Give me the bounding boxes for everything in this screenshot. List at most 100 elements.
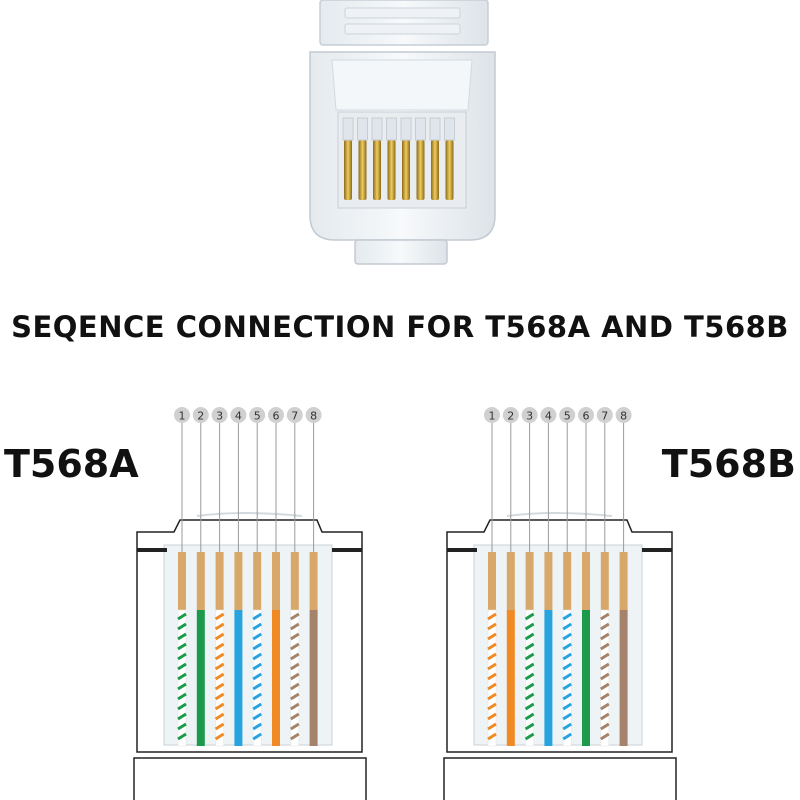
wire-stripe	[524, 672, 535, 681]
wire-stripe	[177, 712, 187, 721]
pin-number: 2	[507, 410, 514, 423]
pin-number: 6	[583, 410, 590, 423]
pin-number-circle	[230, 407, 247, 423]
wire-stripe	[290, 612, 300, 621]
pin-number-circle	[559, 407, 576, 423]
pin-contact	[506, 552, 515, 610]
pin-number: 4	[235, 410, 242, 423]
pin-number: 8	[620, 410, 627, 423]
connector-latch-line	[506, 512, 613, 517]
wire-stripe	[562, 672, 572, 681]
rj45-plug-illustration	[309, 0, 496, 265]
wire-stripe	[524, 612, 535, 621]
wire-stripe	[214, 632, 225, 641]
pin-number: 1	[489, 410, 496, 423]
gold-contact	[373, 140, 381, 200]
wire-stripe	[252, 612, 262, 621]
wire-stripe	[562, 682, 572, 691]
wire-stripe	[214, 682, 225, 691]
pin-contact	[488, 552, 496, 610]
wire-blue	[234, 610, 243, 746]
wire-stripe	[177, 612, 187, 621]
wire-stripe	[290, 642, 300, 651]
contact-slot	[371, 117, 383, 141]
wire-orange	[272, 610, 280, 746]
wire-brown	[309, 610, 318, 746]
pin-contact	[234, 552, 243, 610]
wire-stripe	[600, 702, 610, 711]
pin-contact	[582, 552, 590, 610]
housing-bar	[642, 548, 672, 552]
pin-number: 3	[526, 410, 533, 423]
wire-stripe	[600, 632, 610, 641]
housing-bar	[137, 548, 167, 552]
contact-slot	[386, 117, 397, 141]
pin-number: 7	[291, 410, 298, 423]
wire-stripe	[600, 662, 610, 671]
t568b-label: T568B	[661, 442, 796, 486]
wire-stripe	[177, 732, 187, 741]
wire-stripe	[562, 622, 572, 631]
pin-number: 8	[310, 410, 317, 423]
wire-stripe	[487, 642, 497, 651]
pin-contact	[525, 552, 534, 610]
wire-stripe	[252, 672, 262, 681]
connector-inner	[473, 544, 643, 746]
wire-stripe	[214, 702, 225, 711]
wire-stripe	[524, 682, 535, 691]
wire-stripe	[524, 642, 535, 651]
contact-slot	[357, 117, 368, 141]
wire-stripe	[487, 622, 497, 631]
wire-stripe	[290, 652, 300, 661]
wire-stripe	[524, 712, 535, 721]
wire-stripe	[252, 652, 262, 661]
wire-stripe	[252, 722, 262, 731]
wire-stripe	[290, 632, 300, 641]
wire-stripe	[177, 672, 187, 681]
wire-stripe	[487, 692, 497, 701]
wire-stripe	[524, 652, 535, 661]
wire-stripe	[214, 712, 225, 721]
wire-stripe	[290, 622, 300, 631]
wire-stripe	[600, 712, 610, 721]
pin-number-circle	[540, 407, 557, 423]
pin-contact	[600, 552, 609, 610]
wire-stripe	[290, 732, 300, 741]
pin-number: 3	[216, 410, 223, 423]
pin-number-circle	[192, 407, 209, 423]
wire-stripe	[487, 652, 497, 661]
pin-contact	[178, 552, 186, 610]
plug-latch-ridge	[344, 23, 461, 35]
wire-stripe	[214, 642, 225, 651]
wire-stripe	[600, 622, 610, 631]
wire-stripe	[600, 732, 610, 741]
wire-stripe	[252, 732, 262, 741]
wire-stripe	[290, 712, 300, 721]
wire-stripe	[214, 652, 225, 661]
plug-latch	[319, 0, 489, 46]
wire-stripe	[214, 692, 225, 701]
wire-stripe	[562, 612, 572, 621]
pin-contact	[563, 552, 572, 610]
t568a-label: T568A	[4, 442, 139, 486]
gold-contact	[358, 140, 367, 200]
connector-inner	[163, 544, 333, 746]
cable-jacket	[443, 757, 677, 800]
wire-stripe	[562, 722, 572, 731]
wire-stripe	[600, 722, 610, 731]
contact-slot	[400, 117, 412, 141]
contact-slot	[429, 117, 441, 141]
wire-stripe	[524, 622, 535, 631]
wire-stripe	[214, 732, 225, 741]
wire-brown	[619, 610, 628, 746]
pin-number: 1	[179, 410, 186, 423]
wire-stripe	[487, 632, 497, 641]
pin-contact	[619, 552, 628, 610]
wire-stripe	[177, 632, 187, 641]
pin-number: 5	[564, 410, 571, 423]
wire-stripe	[487, 612, 497, 621]
wire-stripe	[214, 722, 225, 731]
